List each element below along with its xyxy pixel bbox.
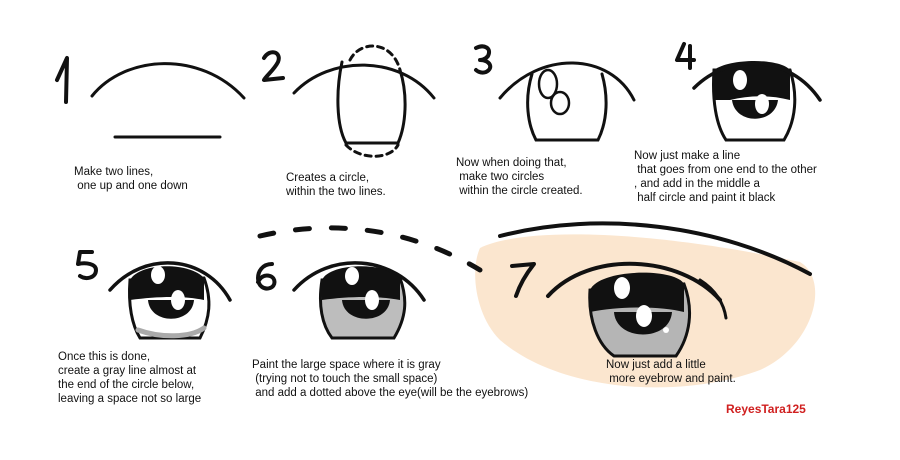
step-7-caption: Now just add a little more eyebrow and p… (606, 359, 736, 385)
step-number-6 (256, 262, 277, 291)
step-5-caption: Once this is done, create a gray line al… (58, 351, 202, 405)
step-3-drawing (498, 61, 636, 142)
step-number-7 (510, 262, 536, 298)
step-number-2 (262, 50, 285, 82)
step-7-drawing (498, 221, 812, 358)
step-number-3 (474, 44, 493, 75)
step-2-drawing (292, 44, 436, 158)
step-4-caption: Now just make a line that goes from one … (634, 150, 817, 204)
step-number-4 (675, 42, 696, 70)
step-4-drawing (692, 61, 822, 142)
step-6-drawing (257, 225, 483, 340)
step-number-1 (55, 56, 69, 104)
step-3-caption: Now when doing that, make two circles wi… (456, 157, 583, 197)
step-5-drawing (108, 261, 232, 340)
step-2-caption: Creates a circle, within the two lines. (286, 172, 386, 198)
step-number-5 (76, 250, 98, 280)
step-1-drawing (90, 62, 246, 139)
step-1-caption: Make two lines, one up and one down (74, 166, 188, 192)
step-6-caption: Paint the large space where it is gray (… (252, 359, 529, 399)
author-credit: ReyesTara125 (726, 402, 806, 416)
